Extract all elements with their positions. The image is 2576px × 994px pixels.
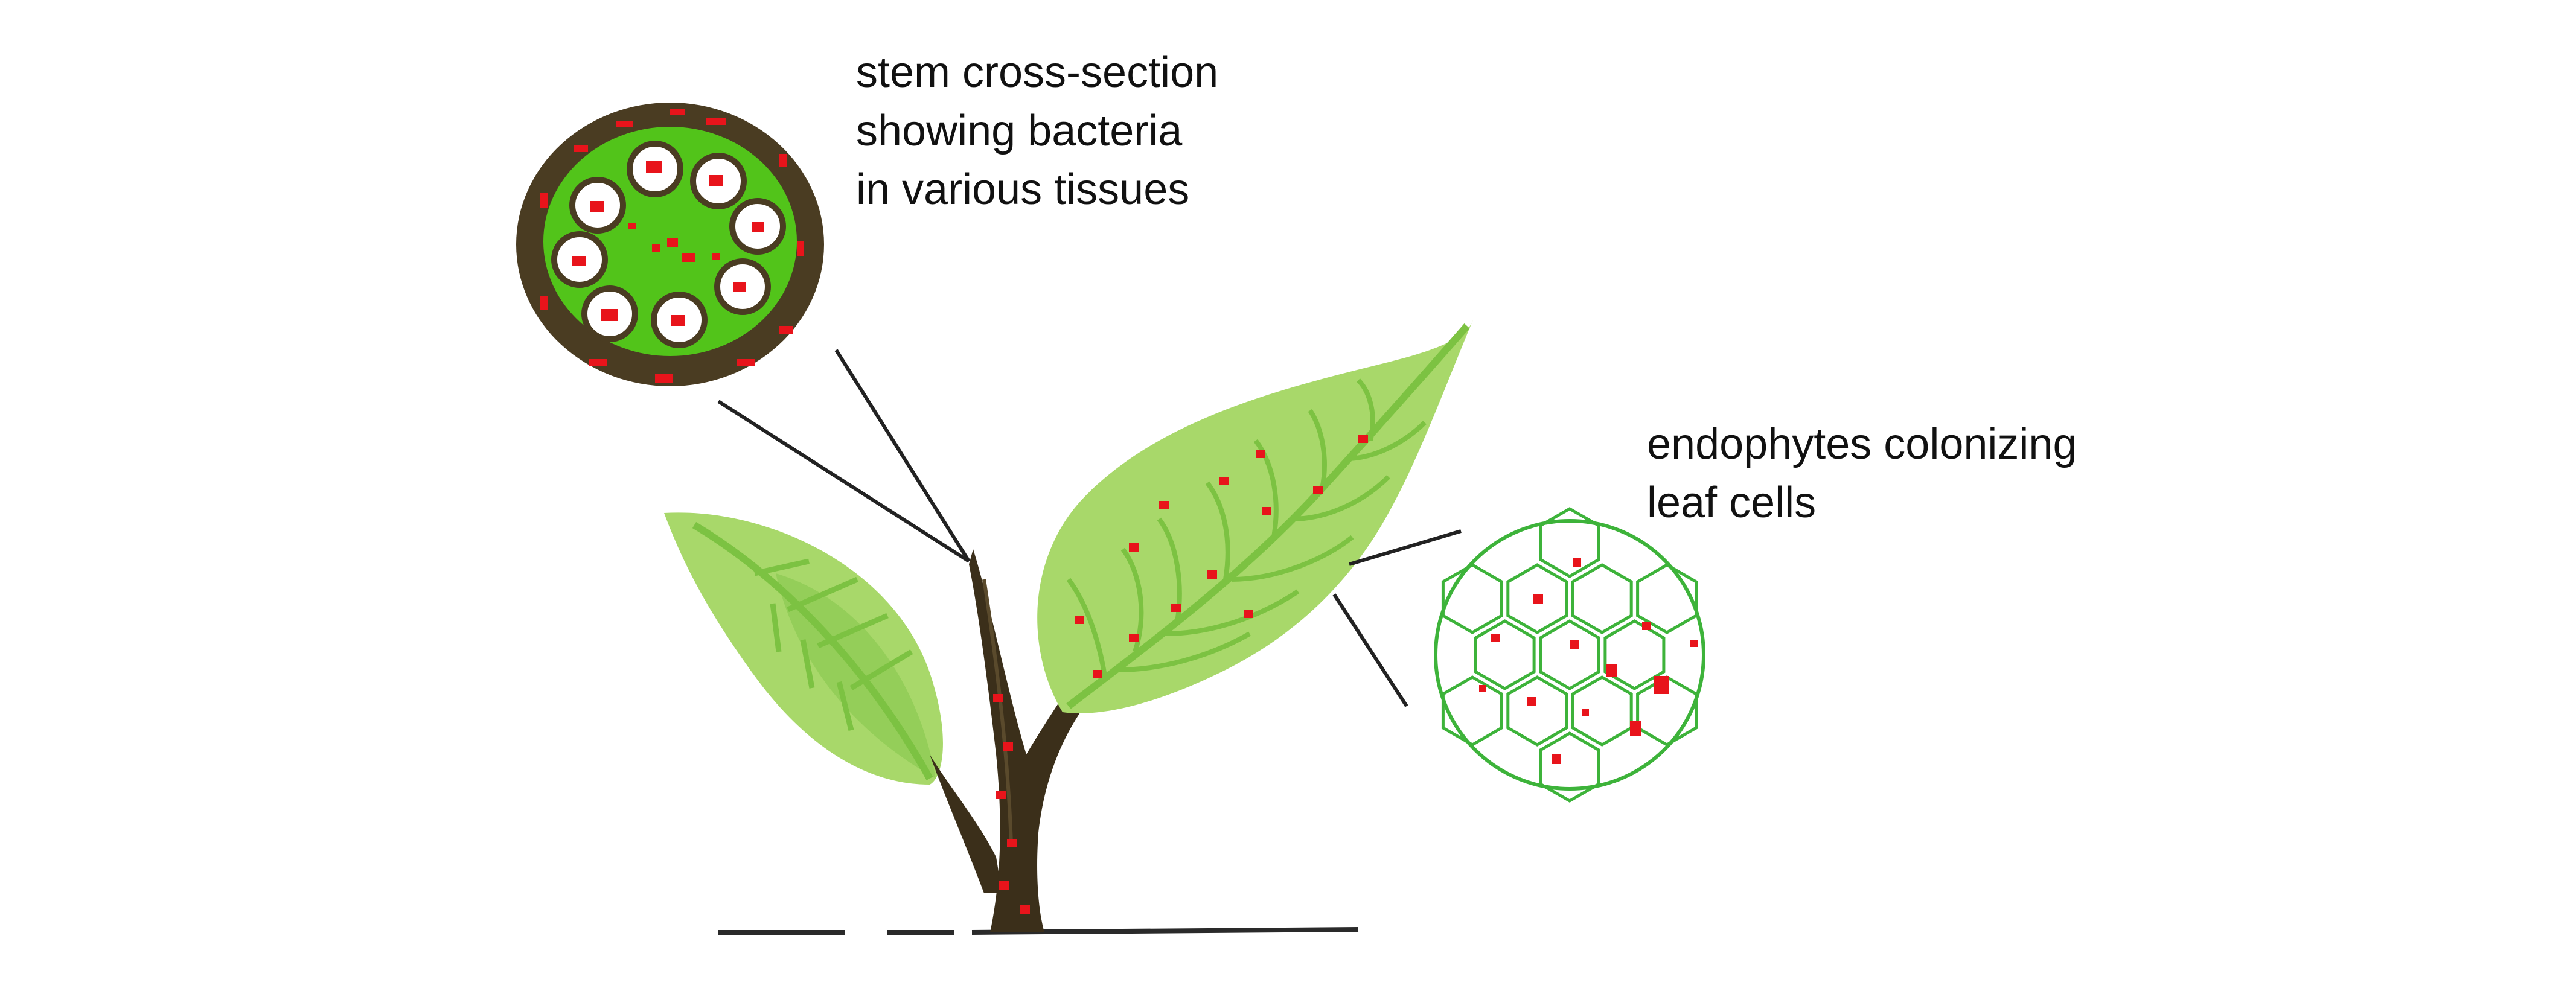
stem-cross-section-label: stem cross-section showing bacteria in v… — [856, 43, 1218, 219]
leaf-cells-magnifier — [1434, 507, 1705, 803]
stem-label-line-1: stem cross-section — [856, 48, 1219, 97]
leaf-cell — [1603, 619, 1666, 690]
stem-label-line-3: in various tissues — [856, 165, 1190, 214]
leaf-cell — [1474, 619, 1536, 690]
stem-cross-section-magnifier — [516, 103, 824, 386]
leaf-cell — [1441, 675, 1503, 747]
leaf-cell — [1539, 731, 1600, 803]
leaf-cell — [1571, 563, 1633, 634]
stem-label-line-2: showing bacteria — [856, 107, 1183, 155]
leaf-cell — [1636, 563, 1698, 634]
leaf-cell — [1539, 619, 1600, 690]
plant-stem — [930, 549, 1087, 932]
leaf-cell — [1506, 563, 1568, 634]
leaf-cells-label: endophytes colonizing leaf cells — [1647, 415, 2077, 532]
large-leaf — [1037, 320, 1473, 713]
leaf-cell — [1539, 507, 1600, 578]
leaf-cell — [1506, 675, 1568, 747]
small-leaf — [664, 512, 943, 785]
leaf-cell — [1441, 563, 1503, 634]
leader-lines — [717, 349, 1462, 707]
bacteria-marks — [993, 435, 1368, 914]
leaf-label-line-1: endophytes colonizing — [1647, 420, 2077, 468]
leaf-label-line-2: leaf cells — [1647, 479, 1817, 527]
